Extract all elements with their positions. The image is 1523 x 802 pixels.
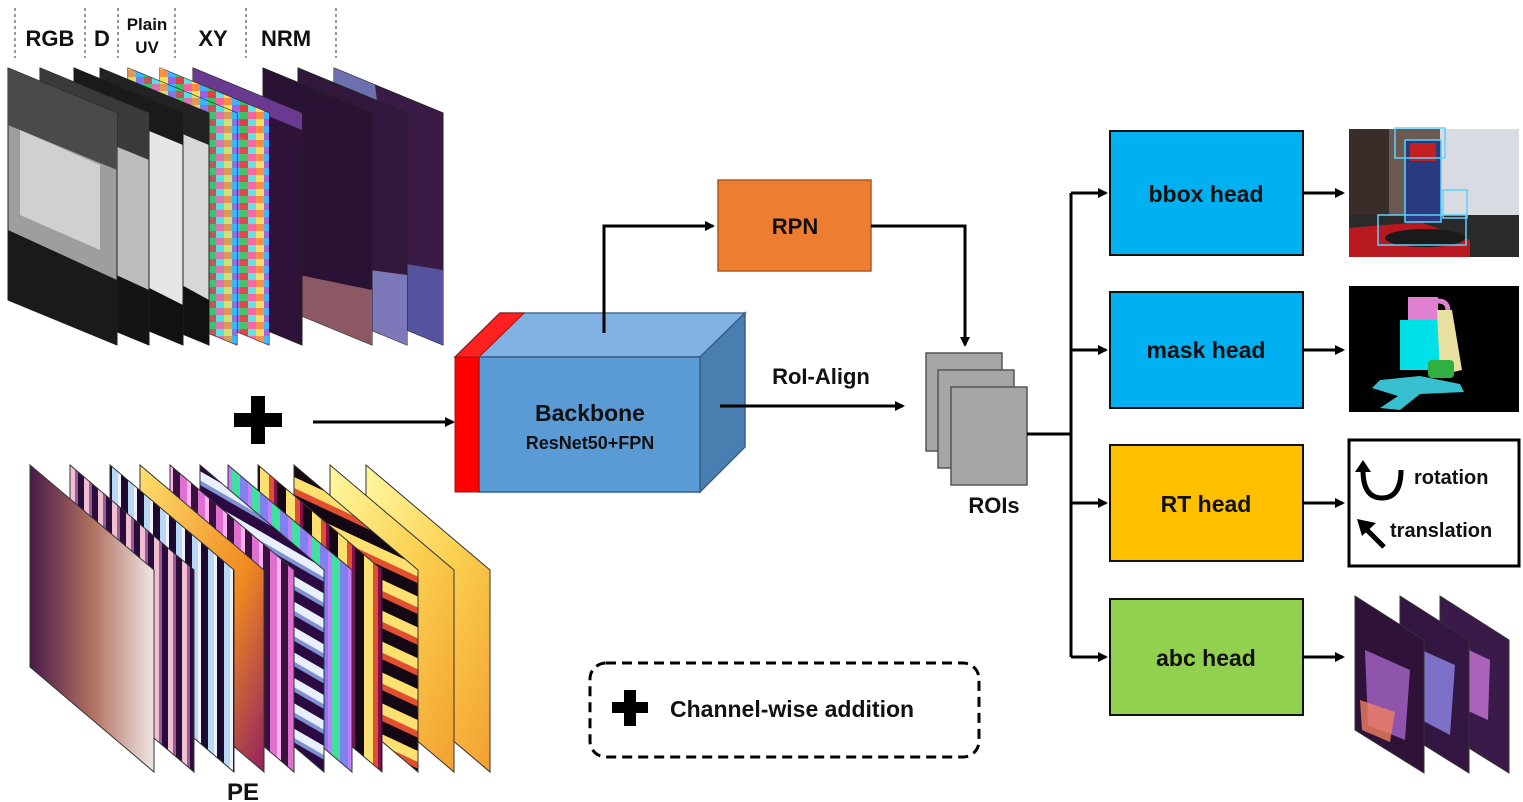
arrow-rpn-to-rois: [871, 224, 970, 347]
legend-text: Channel-wise addition: [670, 696, 914, 722]
abc-output-stack: [1354, 595, 1510, 774]
mask-head-box: [1109, 291, 1304, 409]
bbox-head-box: [1109, 130, 1304, 256]
mask-output-image: [1349, 286, 1519, 412]
translation-icon: [1357, 519, 1376, 536]
bbox-output-image: [1349, 127, 1519, 257]
abc-head-label: abc head: [1156, 645, 1256, 671]
backbone-red-side: [454, 356, 480, 493]
roi-align-label: RoI-Align: [772, 364, 870, 389]
bbox-head-label: bbox head: [1148, 181, 1263, 207]
pe-label: PE: [227, 779, 259, 802]
channel-label-uv: UV: [135, 38, 159, 57]
channel-label-xy: XY: [198, 26, 228, 51]
channel-label-plain: Plain: [127, 15, 168, 34]
rt-output-box: rotation translation: [1347, 438, 1521, 568]
legend: Channel-wise addition: [588, 661, 981, 759]
plus-symbol: [234, 396, 282, 444]
rotation-icon: [1360, 469, 1404, 501]
channel-header: RGB D Plain UV XY NRM: [14, 8, 337, 58]
roi-card-1: [950, 386, 1028, 486]
rois-stack: [925, 352, 1028, 486]
pe-layer-1: [29, 463, 155, 774]
backbone-front-face: [478, 356, 701, 493]
channel-label-d: D: [94, 26, 110, 51]
channel-label-rgb: RGB: [26, 26, 75, 51]
rois-label: ROIs: [968, 493, 1019, 518]
input-channel-stack: [7, 67, 444, 346]
heads-connector: [1027, 188, 1108, 662]
mask-head-label: mask head: [1147, 337, 1266, 363]
rotation-label: rotation: [1414, 467, 1488, 489]
pe-stack: [29, 463, 491, 774]
rt-head-label: RT head: [1161, 491, 1252, 517]
backbone-block: [453, 311, 747, 494]
rpn-label: RPN: [772, 214, 818, 239]
rpn-box: [717, 179, 872, 272]
translation-label: translation: [1390, 520, 1492, 542]
rt-head-box: [1109, 444, 1304, 562]
backbone-title: Backbone: [535, 400, 645, 426]
channel-label-nrm: NRM: [261, 26, 311, 51]
backbone-subtitle: ResNet50+FPN: [526, 433, 655, 453]
arrow-backbone-to-rpn: [602, 221, 715, 333]
